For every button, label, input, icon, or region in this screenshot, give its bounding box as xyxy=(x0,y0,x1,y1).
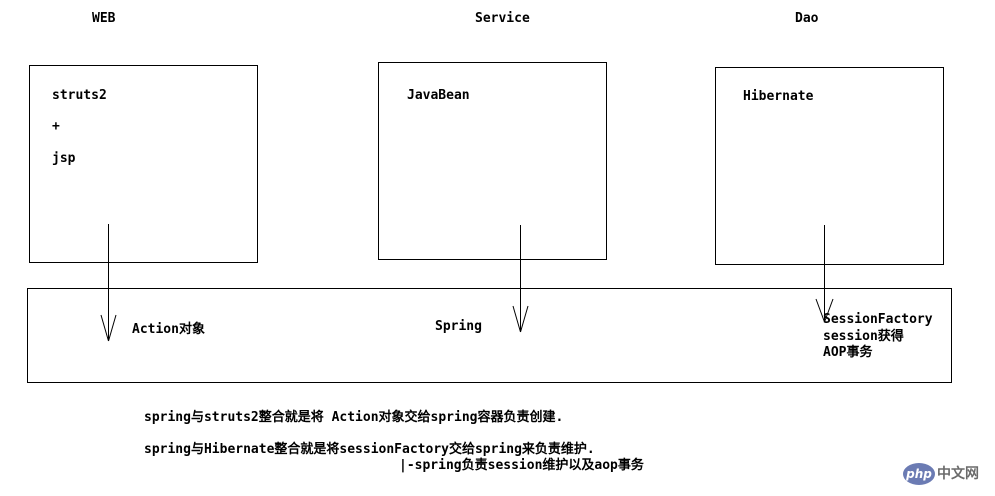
service-to-spring-arrow xyxy=(512,225,529,333)
php-logo-badge: php xyxy=(903,463,935,485)
web-layer-heading: WEB xyxy=(92,11,116,26)
web-box-jsp: jsp xyxy=(52,151,76,166)
note-session-aop: |-spring负责session维护以及aop事务 xyxy=(399,458,644,473)
note-hibernate-integration: spring与Hibernate整合就是将sessionFactory交给spr… xyxy=(144,442,595,457)
dao-box-hibernate: Hibernate xyxy=(743,89,814,104)
spring-session-label: session获得 xyxy=(823,329,904,344)
web-box-struts2: struts2 xyxy=(52,88,107,103)
spring-sessionfactory-label: SessionFactory xyxy=(823,312,933,327)
dao-layer-box xyxy=(715,67,944,265)
spring-container-box xyxy=(27,288,952,383)
web-to-spring-arrow xyxy=(100,224,117,342)
php-cn-logo: php 中文网 xyxy=(903,460,993,490)
service-layer-heading: Service xyxy=(475,11,530,26)
web-layer-box xyxy=(29,65,258,263)
web-box-plus: + xyxy=(52,119,60,134)
spring-aop-label: AOP事务 xyxy=(823,345,873,360)
note-struts2-integration: spring与struts2整合就是将 Action对象交给spring容器负责… xyxy=(144,410,564,425)
service-box-javabean: JavaBean xyxy=(407,88,470,103)
service-layer-box xyxy=(378,62,607,260)
php-logo-text: 中文网 xyxy=(937,466,979,482)
spring-action-label: Action对象 xyxy=(132,322,205,337)
dao-to-spring-arrow xyxy=(815,225,834,323)
spring-label: Spring xyxy=(435,319,482,334)
dao-layer-heading: Dao xyxy=(795,11,819,26)
